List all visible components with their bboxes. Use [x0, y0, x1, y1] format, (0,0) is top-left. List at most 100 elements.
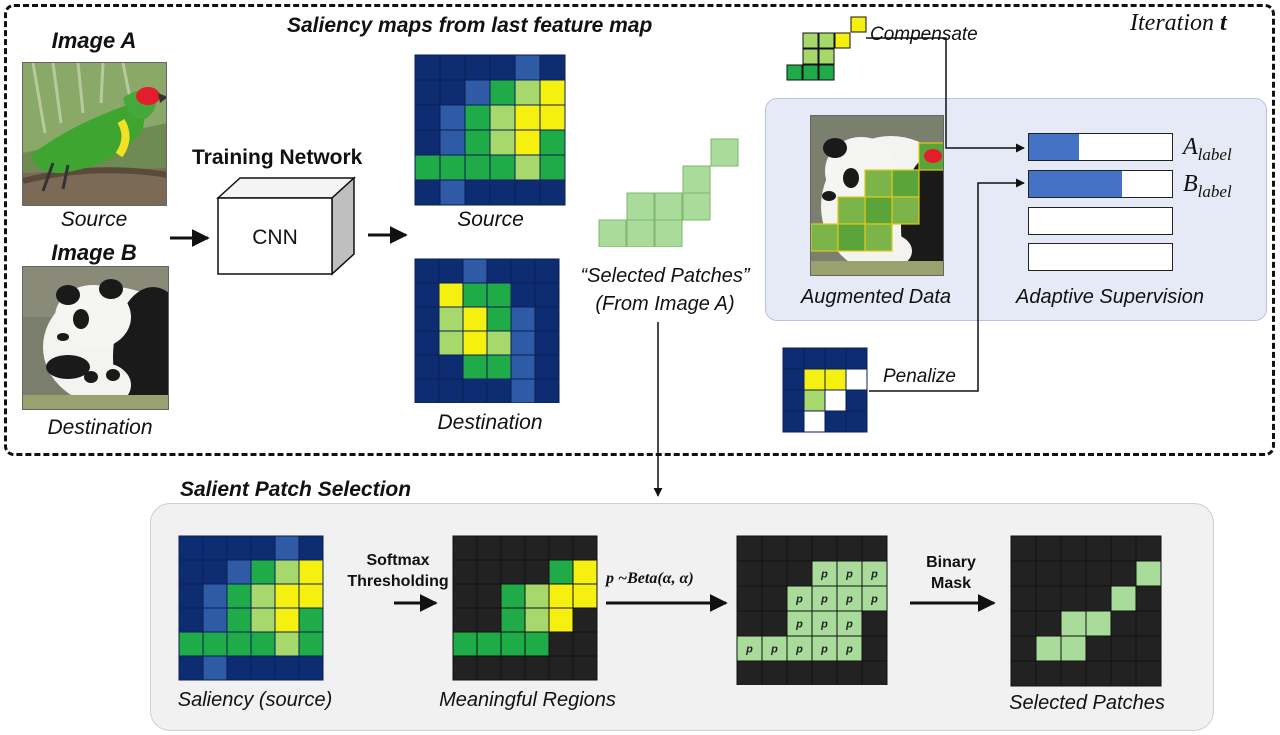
grid-cell [539, 129, 566, 156]
image-b-title: Image B [51, 240, 137, 265]
compensate-label: Compensate [870, 24, 978, 45]
grid-cell [786, 660, 813, 685]
selected-patch-cell [654, 219, 683, 247]
grid-cell [462, 330, 488, 356]
grid-cell [514, 54, 541, 81]
selected-patches-grid [1010, 535, 1162, 687]
grid-cell [524, 583, 550, 609]
grid-cell [1010, 560, 1037, 587]
patch-letter: p [820, 644, 828, 656]
grid-cell [1110, 585, 1137, 612]
grid-cell [202, 655, 228, 681]
label-b-base: B [1183, 171, 1198, 197]
binary-mask-line2: Mask [930, 575, 972, 592]
cnn-box: CNN [215, 176, 357, 278]
image-a-caption: Source [60, 208, 128, 231]
binary-mask-label: Binary Mask [906, 552, 996, 594]
grid-cell [250, 607, 276, 633]
grid-cell [226, 583, 252, 609]
grid-cell [226, 655, 252, 681]
grid-cell [1135, 610, 1162, 637]
pasted-patch [864, 223, 893, 252]
compensate-cell [802, 48, 819, 65]
grid-cell [452, 655, 478, 681]
grid-cell [811, 635, 838, 662]
penalize-grid [782, 347, 868, 433]
grid-cell [534, 306, 560, 332]
grid-cell [548, 583, 574, 609]
compensate-cell [818, 48, 835, 65]
label-b-bar [1028, 170, 1173, 198]
grid-cell [500, 655, 526, 681]
parrot-image [22, 62, 167, 206]
selected-patches-line1: “Selected Patches” [580, 265, 750, 287]
grid-cell [736, 585, 763, 612]
grid-cell [539, 54, 566, 81]
grid-cell [462, 378, 488, 403]
grid-cell [226, 607, 252, 633]
grid-cell [514, 154, 541, 181]
grid-cell [1085, 585, 1112, 612]
iteration-var: t [1220, 10, 1227, 36]
patch-letter: p [795, 619, 803, 631]
compensate-cell [786, 64, 803, 81]
grid-cell [1035, 660, 1062, 687]
selected-patches-shape [598, 138, 739, 247]
patch-letter: p [845, 619, 853, 631]
grid-cell [811, 535, 838, 562]
label-a-bar [1028, 133, 1173, 161]
cnn-label: CNN [252, 226, 298, 249]
selected-patches-bottom-caption: Selected Patches [1009, 692, 1165, 714]
patch-letter: p [745, 644, 753, 656]
grid-cell [786, 585, 813, 612]
grid-cell [226, 559, 252, 585]
pasted-patch [811, 223, 839, 252]
grid-cell [462, 282, 488, 308]
grid-cell [414, 282, 440, 308]
grid-cell [439, 54, 466, 81]
grid-cell [414, 154, 441, 181]
patch-letter: p [820, 569, 828, 581]
grid-cell [534, 330, 560, 356]
grid-cell [548, 535, 574, 561]
augmented-image [810, 115, 944, 276]
grid-cell [572, 559, 598, 585]
grid-cell [476, 535, 502, 561]
grid-cell [202, 607, 228, 633]
beta-sampling-label: p ~Beta(α, α) [606, 570, 694, 587]
grid-cell [861, 610, 888, 637]
empty-bar-2 [1028, 243, 1173, 271]
grid-cell [438, 258, 464, 284]
selected-patch-cell [682, 192, 711, 221]
grid-cell [539, 154, 566, 181]
grid-cell [736, 535, 763, 562]
grid-cell [761, 585, 788, 612]
image-b-caption: Destination [47, 416, 153, 439]
grid-cell [476, 631, 502, 657]
grid-cell [861, 560, 888, 587]
grid-cell [1085, 635, 1112, 662]
grid-cell [548, 655, 574, 681]
label-b-sub: label [1197, 181, 1232, 201]
grid-cell [786, 560, 813, 587]
patch-letter: p [795, 644, 803, 656]
grid-cell [178, 559, 204, 585]
grid-cell [514, 79, 541, 106]
grid-cell [786, 635, 813, 662]
grid-cell [202, 535, 228, 561]
patch-letter: p [795, 594, 803, 606]
patch-letter: p [845, 594, 853, 606]
grid-cell [1135, 535, 1162, 562]
grid-cell [1085, 660, 1112, 687]
grid-cell [761, 635, 788, 662]
grid-cell [414, 378, 440, 403]
grid-cell [539, 179, 566, 206]
selected-patch-cell [710, 138, 739, 167]
softmax-label: Softmax Thresholding [342, 550, 454, 592]
grid-cell [861, 635, 888, 662]
panda-image [22, 266, 169, 410]
compensate-cell [802, 32, 819, 49]
grid-cell [476, 607, 502, 633]
compensate-connector [866, 37, 1025, 153]
